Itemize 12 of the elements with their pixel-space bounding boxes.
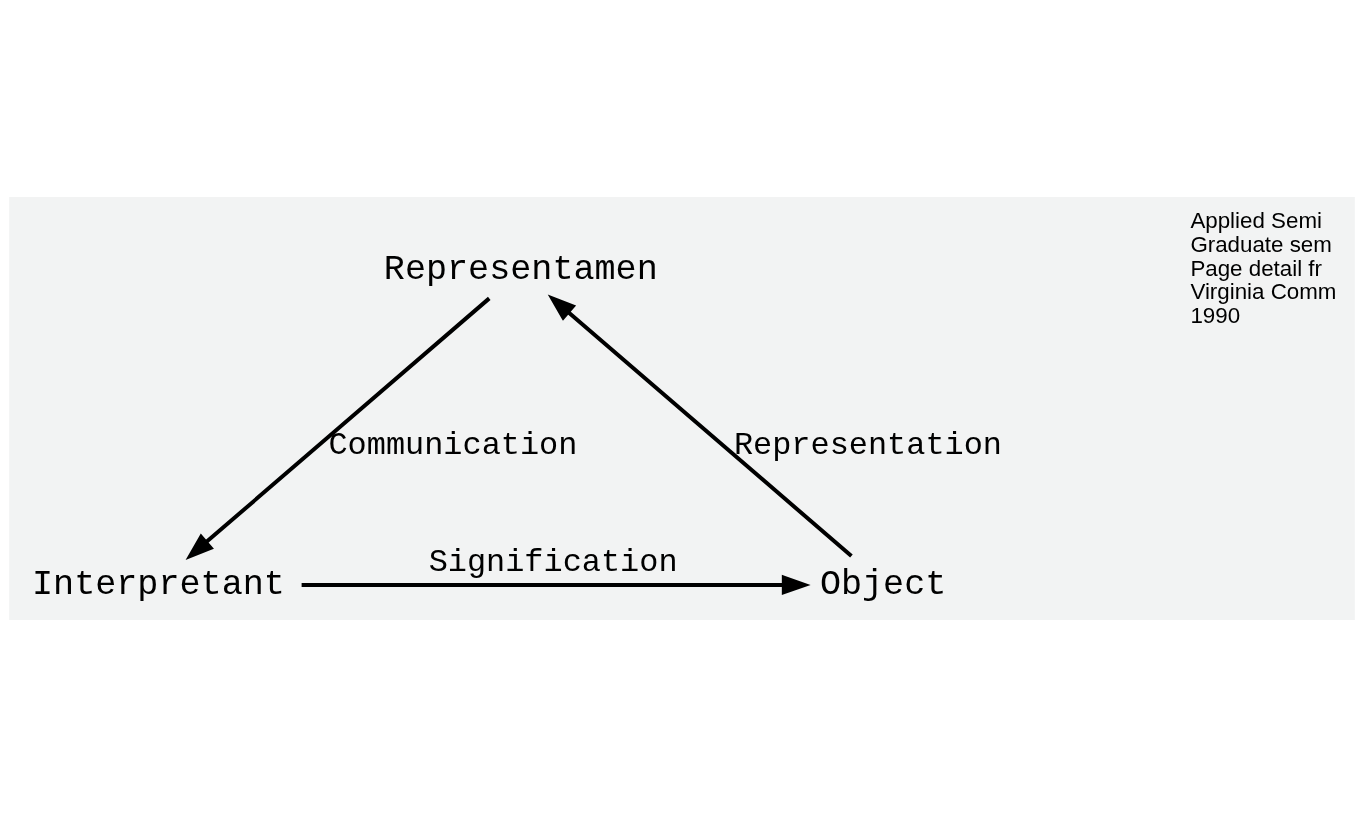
arrow xyxy=(547,294,853,558)
arrow xyxy=(301,574,811,595)
edge-label: Representation xyxy=(733,426,1002,464)
arrow xyxy=(185,296,491,560)
label: Applied Semi xyxy=(1190,207,1322,233)
edge-label: Signification xyxy=(428,543,678,581)
label: Page detail fr xyxy=(1190,255,1322,281)
label: 1990 xyxy=(1190,303,1241,329)
edge-label: Communication xyxy=(328,426,578,464)
node-text: Interpretant xyxy=(32,564,285,605)
node-text: Object xyxy=(819,564,947,605)
node-text: Representamen xyxy=(383,249,658,290)
